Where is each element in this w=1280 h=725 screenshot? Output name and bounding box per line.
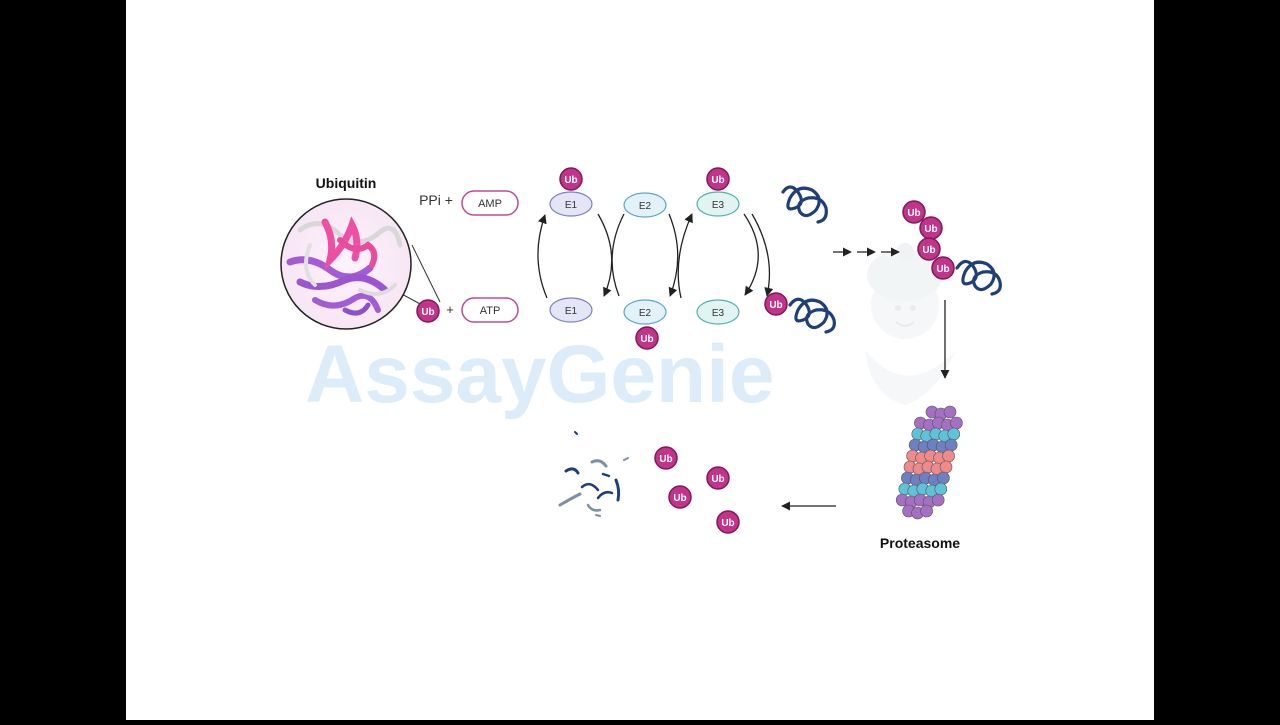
arrow-e2-to-e3 <box>677 213 693 299</box>
ub-label: Ub <box>924 224 937 235</box>
atp-pill: ATP <box>461 297 519 323</box>
ub-label: Ub <box>907 208 920 219</box>
substrate-protein <box>788 297 836 334</box>
proteasome-subunit <box>920 504 933 518</box>
proteasome-subunit <box>947 427 961 441</box>
ub-label: Ub <box>721 518 734 529</box>
proteasome-subunit <box>939 460 953 474</box>
proteasome-subunit <box>943 405 957 419</box>
arrow-e1-to-e2 <box>597 213 613 297</box>
e2-ub-complex: E2 Ub <box>623 299 667 350</box>
peptide-fragments <box>558 431 629 517</box>
e2-label: E2 <box>639 201 652 212</box>
atp-label: ATP <box>480 305 501 317</box>
arrow-e3-to-substrate <box>751 213 774 297</box>
arrow-e3-return <box>743 213 759 296</box>
ub-label: Ub <box>769 300 782 311</box>
amp-pill: AMP <box>461 190 519 216</box>
ppi-label: PPi + <box>419 192 453 208</box>
released-ubiquitin: Ub Ub Ub Ub <box>654 446 740 534</box>
ub-label: Ub <box>711 175 724 186</box>
genie-mascot-watermark <box>865 243 955 405</box>
protein-ribbon-image <box>286 216 403 316</box>
watermark-text: AssayGenie <box>305 329 775 420</box>
e3-free: E3 <box>696 299 740 325</box>
e2-free: E2 <box>623 192 667 218</box>
ub-label: Ub <box>922 245 935 256</box>
substrate-protein-top <box>781 185 828 224</box>
arrow-e2-return <box>611 213 625 297</box>
content-panel <box>126 0 1154 720</box>
amp-label: AMP <box>478 198 502 210</box>
substrate-protein <box>955 259 1002 296</box>
e1-free: E1 <box>549 297 593 323</box>
ub-label: Ub <box>640 334 653 345</box>
proteasome-label: Proteasome <box>880 535 960 551</box>
ub-substrate-bottom: Ub <box>764 292 836 334</box>
e1-label: E1 <box>565 306 578 317</box>
proteasome-subunit <box>942 449 955 463</box>
e1-ub-complex: E1 Ub <box>549 167 593 217</box>
proteasome-subunit <box>934 482 948 496</box>
proteasome-subunit <box>937 471 950 485</box>
polyubiquitin-chain: Ub Ub Ub Ub <box>902 200 1002 296</box>
e2-label: E2 <box>639 308 652 319</box>
ub-label: Ub <box>936 264 949 275</box>
proteasome-subunit <box>944 438 958 452</box>
e3-label: E3 <box>712 308 725 319</box>
ub-label: Ub <box>659 454 672 465</box>
ubiquitin-structure-zoom <box>280 198 441 330</box>
watermark: AssayGenie <box>305 243 955 420</box>
ub-label: Ub <box>421 307 434 318</box>
ub-label: Ub <box>673 493 686 504</box>
proteasome-image <box>895 405 963 520</box>
e3-label: E3 <box>712 200 725 211</box>
e3-ub-complex: E3 Ub <box>696 167 740 217</box>
plus-sign: + <box>446 302 454 317</box>
arrow-e1-activation <box>537 214 548 299</box>
arrow-e2-down <box>668 213 679 297</box>
ubiquitin-title: Ubiquitin <box>316 175 377 191</box>
cycle-arrows <box>537 213 774 299</box>
ub-label: Ub <box>711 474 724 485</box>
proteasome-subunit <box>950 416 963 430</box>
ub-free-left: Ub <box>416 299 440 323</box>
ub-label: Ub <box>564 175 577 186</box>
e1-label: E1 <box>565 200 578 211</box>
proteasome-subunit <box>931 493 945 507</box>
